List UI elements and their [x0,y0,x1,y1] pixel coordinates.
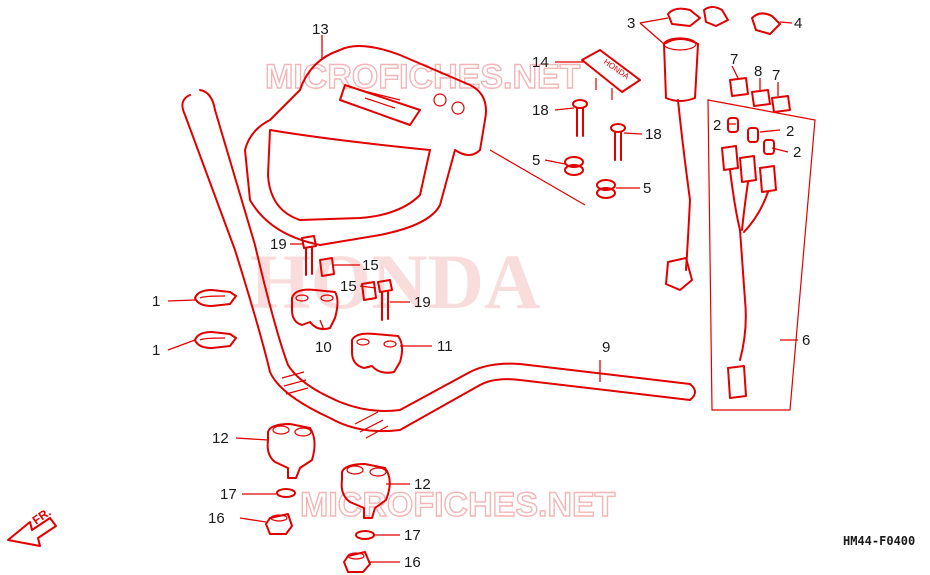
callout-3: 3 [627,15,635,32]
ignition-switch-cap [751,12,781,35]
callout-11: 11 [437,338,453,355]
washer-left [276,488,296,498]
handlebar-holder-upper-left [291,288,339,331]
cap-left [729,77,749,97]
bolt-left [301,235,317,276]
ignition-key-set [667,6,729,27]
callout-16-left: 16 [208,510,225,527]
callout-2-right-top: 2 [786,123,794,140]
handlebar-holder-lower-right [340,463,391,519]
handlebar-holder-upper-right [351,332,404,374]
grommet-lower [596,179,616,199]
wire-band-upper [194,289,237,307]
washer-right [355,530,375,540]
callout-8: 8 [754,63,762,80]
bolt-right [377,279,393,321]
bulb-a [727,117,739,133]
flange-nut-left [265,513,293,535]
callout-1-upper: 1 [152,293,160,310]
callout-10: 10 [315,339,332,356]
handlebar-upper-cover [244,35,487,246]
callout-12-left: 12 [212,430,229,447]
bulb-b [747,127,759,143]
callout-17-left: 17 [220,486,237,503]
callout-16-right: 16 [404,554,421,571]
watermark-center: HONDA [250,238,540,325]
callout-12-right: 12 [414,476,431,493]
handlebar-holder-lower-left [266,423,316,479]
screw-lower [610,123,626,161]
callout-7-right: 7 [772,67,780,84]
callout-2-right-bottom: 2 [793,144,801,161]
front-indicator: FR. [7,505,57,547]
callout-18-lower: 18 [645,126,662,143]
screw-upper [572,99,588,137]
indicator-harness [707,99,816,411]
callout-7-left: 7 [730,51,738,68]
callout-9: 9 [602,339,610,356]
handlebar [181,89,696,439]
callout-13: 13 [312,21,329,38]
watermark-bottom: MICROFICHES.NET [300,486,616,524]
bulb-c [763,139,775,155]
honda-emblem: HONDA [581,49,641,100]
wire-band-lower [194,331,237,349]
callout-5-upper: 5 [532,152,540,169]
callout-15-lower: 15 [340,278,357,295]
callout-14: 14 [532,54,549,71]
callout-17-right: 17 [404,527,421,544]
cap-middle [751,89,771,107]
collar-left [319,257,335,277]
callout-19-left: 19 [270,236,287,253]
callout-4: 4 [794,15,802,32]
cap-right [771,95,791,113]
callout-19-right: 19 [414,294,431,311]
callout-18-upper: 18 [532,102,549,119]
diagram-code: HM44-F0400 [843,534,915,548]
grommet-upper [564,156,584,176]
collar-right [361,281,377,301]
flange-nut-right [343,551,371,573]
callout-labels: 1 1 2 2 2 3 4 5 5 6 7 7 8 9 10 11 12 12 … [152,15,810,571]
leader-lines [167,17,793,563]
callout-2-left: 2 [713,117,721,134]
callout-1-lower: 1 [152,342,160,359]
callout-5-lower: 5 [643,180,651,197]
front-label: FR. [30,505,54,528]
callout-6: 6 [802,332,810,349]
callout-15-upper: 15 [362,257,379,274]
ignition-switch [663,37,699,291]
